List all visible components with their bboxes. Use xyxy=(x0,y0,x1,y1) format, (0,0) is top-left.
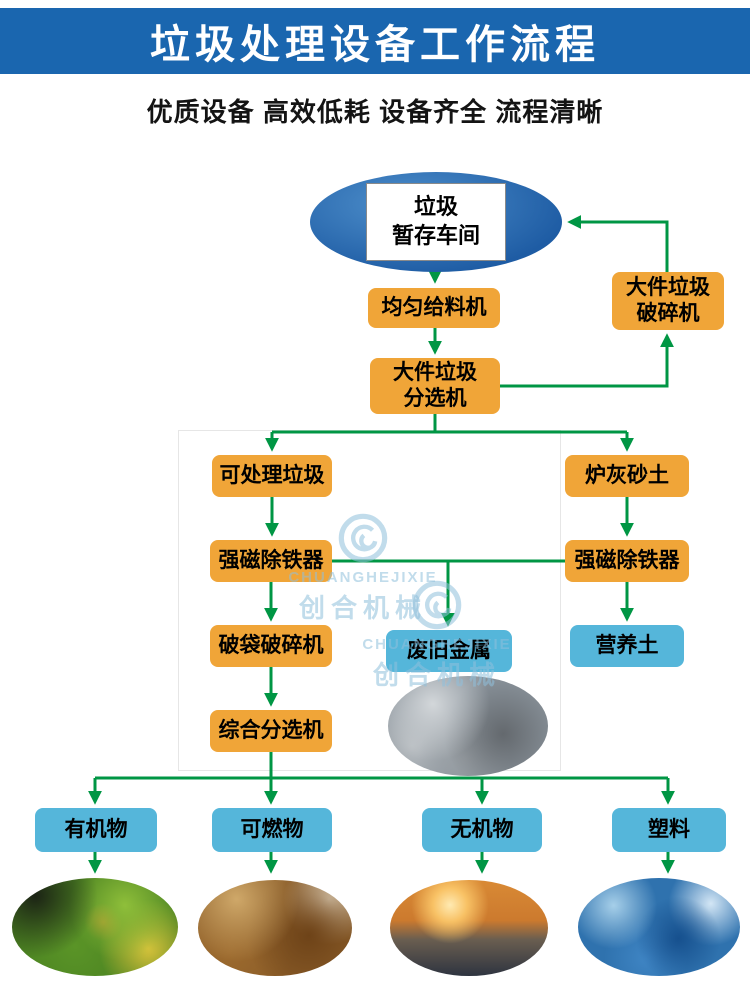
node-combustible: 可燃物 xyxy=(212,808,332,852)
node-magnetic-separator-right: 强磁除铁器 xyxy=(565,540,689,582)
node-bag-breaking-crusher: 破袋破碎机 xyxy=(210,625,332,667)
title-banner: 垃圾处理设备工作流程 xyxy=(0,8,750,74)
page-subtitle: 优质设备 高效低耗 设备齐全 流程清晰 xyxy=(146,97,604,127)
inorganic-landfill-photo xyxy=(390,880,548,976)
plastic-shreds-photo xyxy=(578,878,740,976)
node-inorganic-matter: 无机物 xyxy=(422,808,542,852)
node-bulky-waste-crusher: 大件垃圾 破碎机 xyxy=(612,272,724,330)
node-bulky-waste-sorter: 大件垃圾 分选机 xyxy=(370,358,500,414)
node-plastic: 塑料 xyxy=(612,808,726,852)
node-comprehensive-sorter: 综合分选机 xyxy=(210,710,332,752)
storage-ellipse: 垃圾 暂存车间 xyxy=(310,172,562,272)
node-organic-matter: 有机物 xyxy=(35,808,157,852)
combustible-leaves-photo xyxy=(198,880,352,976)
scrap-metal-photo xyxy=(388,676,548,776)
node-nutrient-soil: 营养土 xyxy=(570,625,684,667)
node-furnace-ash-sand: 炉灰砂土 xyxy=(565,455,689,497)
node-processable-waste: 可处理垃圾 xyxy=(212,455,332,497)
organic-waste-photo xyxy=(12,878,178,976)
node-uniform-feeder: 均匀给料机 xyxy=(368,288,500,328)
page-title: 垃圾处理设备工作流程 xyxy=(150,23,600,67)
node-storage-workshop: 垃圾 暂存车间 xyxy=(366,183,506,261)
node-scrap-metal: 废旧金属 xyxy=(386,630,512,672)
node-magnetic-separator-left: 强磁除铁器 xyxy=(210,540,332,582)
